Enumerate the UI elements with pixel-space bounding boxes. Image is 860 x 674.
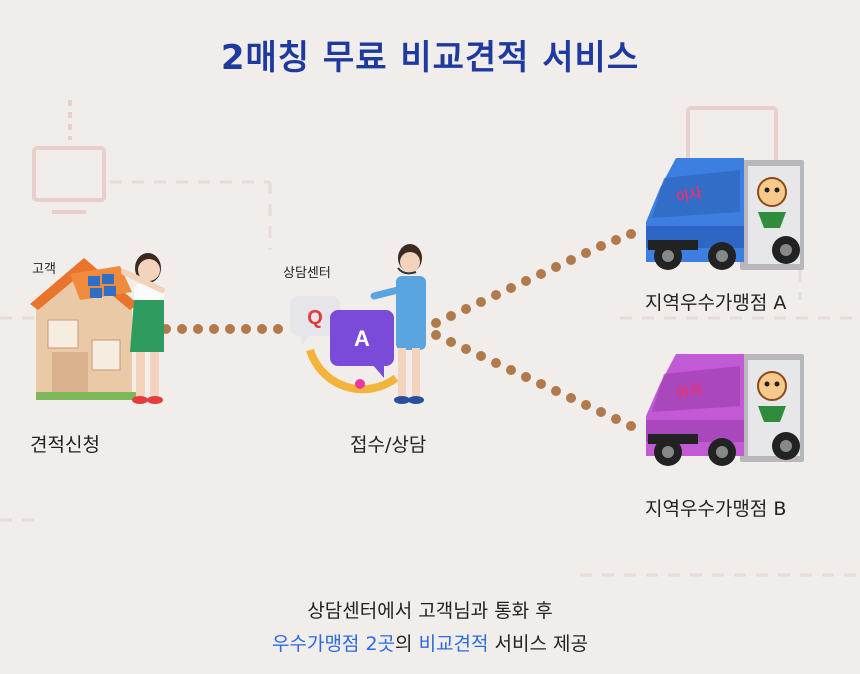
dotted-connector-customer-to-center xyxy=(161,324,283,334)
step-consult-label: 접수/상담 xyxy=(350,434,427,456)
store-b-label: 지역우수가맹점 B xyxy=(645,498,787,520)
footer-line-1: 상담센터에서 고객님과 통화 후 xyxy=(307,600,553,622)
page-title: 2매칭 무료 비교견적 서비스 xyxy=(220,38,640,78)
footer-line-2: 우수가맹점 2곳의 비교견적 서비스 제공 xyxy=(0,629,860,656)
consult-cycle-ring xyxy=(306,348,399,394)
footer-highlight-compare: 비교견적 xyxy=(418,633,489,655)
consultant-woman-figure xyxy=(370,244,426,404)
answer-bubble-icon xyxy=(330,310,394,378)
house-icon xyxy=(30,258,138,400)
mascot-logo-icon xyxy=(757,371,787,422)
footer-end-text: 서비스 제공 xyxy=(488,633,588,655)
question-bubble-letter: Q xyxy=(307,307,323,329)
customer-woman-figure xyxy=(121,253,165,404)
footer-connector-text: 의 xyxy=(395,633,419,655)
consult-center-label: 상담센터 xyxy=(283,266,331,281)
truck-b-logo-text: 이사 xyxy=(675,381,704,403)
dotted-connector-center-to-store-b xyxy=(431,330,636,431)
customer-label: 고객 xyxy=(32,262,56,277)
store-a-label: 지역우수가맹점 A xyxy=(645,292,787,314)
question-bubble-icon xyxy=(290,296,340,346)
truck-b-purple xyxy=(646,354,804,466)
footer-highlight-stores: 우수가맹점 2곳 xyxy=(272,633,396,655)
mascot-logo-icon xyxy=(757,177,787,228)
truck-a-logo-text: 이사 xyxy=(675,185,704,207)
dotted-connector-center-to-store-a xyxy=(431,229,636,328)
step-request-label: 견적신청 xyxy=(30,434,100,456)
background-tv-icon-left xyxy=(32,100,106,214)
answer-bubble-letter: A xyxy=(354,326,370,351)
truck-a-blue xyxy=(646,158,804,270)
